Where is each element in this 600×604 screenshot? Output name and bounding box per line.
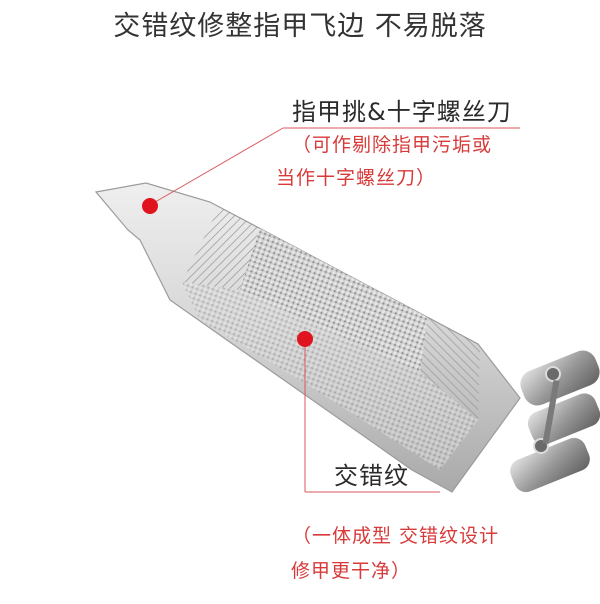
crosshatch-callout-note-line1: （一体成型 交错纹设计 xyxy=(292,525,500,547)
crosshatch-callout-title: 交错纹 xyxy=(334,462,409,490)
tip-callout-note-line1: （可作剔除指甲污垢或 xyxy=(292,134,493,156)
crosshatch-texture xyxy=(182,205,480,470)
headline: 交错纹修整指甲飞边 不易脱落 xyxy=(113,11,487,42)
hinge-joint xyxy=(510,350,600,493)
crosshatch-callout-note-line2: 修甲更干净） xyxy=(291,560,412,582)
crosshatch-marker-dot xyxy=(297,331,313,347)
tip-marker-dot xyxy=(142,198,158,214)
tip-callout-title: 指甲挑&十字螺丝刀 xyxy=(292,98,512,126)
tip-callout-note-line2: 当作十字螺丝刀） xyxy=(276,167,437,189)
leader-line-tip xyxy=(149,127,284,206)
